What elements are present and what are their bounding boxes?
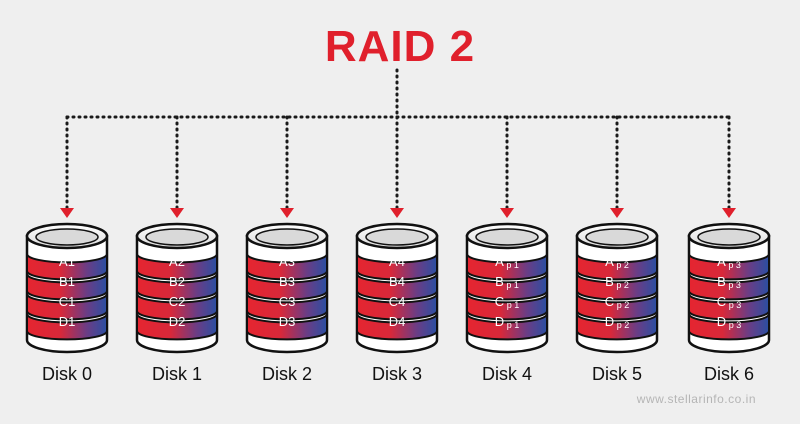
data-stripe bbox=[576, 253, 658, 281]
block-label: B1 bbox=[59, 274, 75, 289]
block-label: B p 2 bbox=[605, 274, 629, 290]
data-stripe bbox=[26, 253, 108, 281]
block-label: A p 1 bbox=[495, 254, 519, 270]
block-label: D2 bbox=[169, 314, 186, 329]
block-label: B p 3 bbox=[717, 274, 741, 290]
disk-label: Disk 1 bbox=[151, 364, 202, 384]
data-stripe bbox=[356, 273, 438, 301]
disk-label: Disk 6 bbox=[703, 364, 754, 384]
down-arrow-icon bbox=[60, 208, 74, 218]
block-label: B p 1 bbox=[495, 274, 519, 290]
disk-label: Disk 2 bbox=[261, 364, 312, 384]
down-arrow-icon bbox=[390, 208, 404, 218]
block-label: B3 bbox=[279, 274, 295, 289]
cylinder-top-inner bbox=[35, 228, 99, 246]
data-stripe bbox=[466, 313, 548, 341]
cylinder-top-inner bbox=[145, 228, 209, 246]
data-stripe bbox=[136, 313, 218, 341]
watermark: www.stellarinfo.co.in bbox=[636, 392, 756, 406]
data-stripe bbox=[688, 313, 770, 341]
disk-cylinder-5: A p 2 B p 2 C p 2 D p 2 bbox=[575, 222, 659, 354]
data-stripe bbox=[26, 273, 108, 301]
data-stripe bbox=[136, 253, 218, 281]
data-stripe bbox=[246, 313, 328, 341]
disk-cylinder-6: A p 3 B p 3 C p 3 D p 3 bbox=[687, 222, 771, 354]
data-stripe bbox=[26, 293, 108, 321]
down-arrow-icon bbox=[722, 208, 736, 218]
data-stripe bbox=[688, 273, 770, 301]
block-label: D p 1 bbox=[495, 314, 519, 330]
data-stripe bbox=[466, 293, 548, 321]
block-label: C3 bbox=[279, 294, 296, 309]
data-stripe bbox=[688, 293, 770, 321]
block-label: B4 bbox=[389, 274, 405, 289]
data-stripe bbox=[26, 313, 108, 341]
block-label: A p 2 bbox=[605, 254, 629, 270]
data-stripe bbox=[466, 273, 548, 301]
block-label: A4 bbox=[389, 254, 405, 269]
diagram-title: RAID 2 bbox=[324, 22, 476, 71]
cylinder-top-inner bbox=[255, 228, 319, 246]
cylinder-top-inner bbox=[475, 228, 539, 246]
block-label: C p 2 bbox=[605, 294, 629, 310]
data-stripe bbox=[246, 253, 328, 281]
data-stripe bbox=[246, 293, 328, 321]
block-label: D3 bbox=[279, 314, 296, 329]
cylinder-top-inner bbox=[585, 228, 649, 246]
data-stripe bbox=[136, 293, 218, 321]
down-arrow-icon bbox=[280, 208, 294, 218]
block-label: C1 bbox=[59, 294, 76, 309]
block-label: D p 2 bbox=[605, 314, 629, 330]
disk-label: Disk 3 bbox=[371, 364, 422, 384]
disk-label: Disk 0 bbox=[41, 364, 92, 384]
disk-label: Disk 4 bbox=[481, 364, 532, 384]
cylinder-top-inner bbox=[365, 228, 429, 246]
block-label: D p 3 bbox=[717, 314, 741, 330]
down-arrow-icon bbox=[610, 208, 624, 218]
block-label: A p 3 bbox=[717, 254, 741, 270]
data-stripe bbox=[136, 273, 218, 301]
block-label: C4 bbox=[389, 294, 406, 309]
block-label: C2 bbox=[169, 294, 186, 309]
block-label: A1 bbox=[59, 254, 75, 269]
block-label: B2 bbox=[169, 274, 185, 289]
data-stripe bbox=[356, 293, 438, 321]
down-arrow-icon bbox=[170, 208, 184, 218]
data-stripe bbox=[576, 313, 658, 341]
block-label: C p 3 bbox=[717, 294, 741, 310]
disk-label: Disk 5 bbox=[591, 364, 642, 384]
data-stripe bbox=[688, 253, 770, 281]
block-label: A2 bbox=[169, 254, 185, 269]
data-stripe bbox=[576, 293, 658, 321]
block-label: D1 bbox=[59, 314, 76, 329]
bus-connectors bbox=[60, 68, 736, 218]
down-arrow-icon bbox=[500, 208, 514, 218]
block-label: D4 bbox=[389, 314, 406, 329]
block-label: C p 1 bbox=[495, 294, 519, 310]
disk-cylinder-4: A p 1 B p 1 C p 1 D p 1 bbox=[465, 222, 549, 354]
data-stripe bbox=[576, 273, 658, 301]
data-stripe bbox=[356, 253, 438, 281]
data-stripe bbox=[356, 313, 438, 341]
data-stripe bbox=[246, 273, 328, 301]
data-stripe bbox=[466, 253, 548, 281]
cylinder-top-inner bbox=[697, 228, 761, 246]
block-label: A3 bbox=[279, 254, 295, 269]
